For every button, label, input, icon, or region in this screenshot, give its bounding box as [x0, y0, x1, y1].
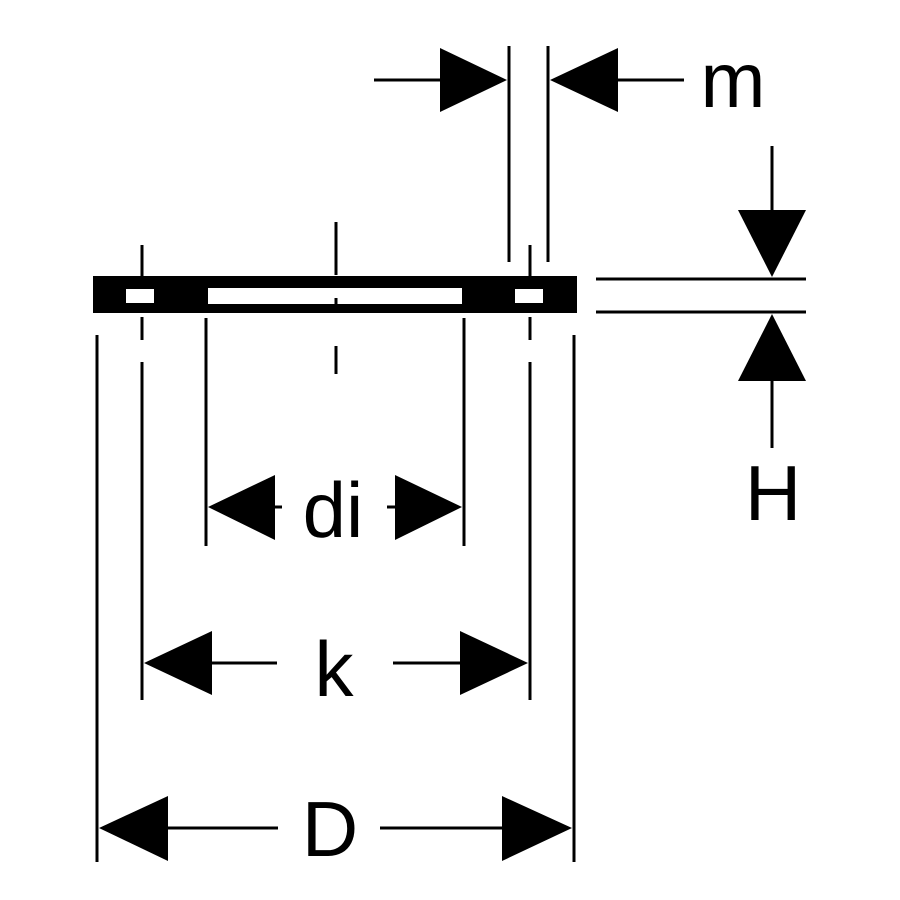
arrowhead — [395, 475, 462, 540]
arrowhead — [502, 796, 572, 861]
arrowhead — [550, 48, 618, 112]
arrowhead — [738, 314, 806, 381]
bore-opening — [208, 288, 462, 304]
dimension-h: H — [596, 146, 806, 537]
arrowhead — [208, 475, 275, 540]
label-m: m — [701, 36, 766, 124]
label-d: D — [302, 785, 358, 873]
bolt-hole-right — [515, 289, 543, 303]
label-h: H — [745, 449, 801, 537]
label-k: k — [315, 625, 355, 713]
arrowhead — [460, 631, 528, 695]
dimension-di: di — [208, 466, 462, 554]
dimension-d: D — [99, 785, 572, 873]
extension-lines — [95, 317, 576, 862]
arrowhead — [440, 48, 507, 112]
arrowhead — [99, 796, 168, 861]
label-di: di — [303, 466, 364, 554]
dimension-k: k — [144, 625, 528, 713]
arrowhead — [738, 210, 806, 277]
dimension-m: m — [374, 36, 765, 262]
bolt-hole-left — [126, 289, 154, 303]
arrowhead — [144, 631, 212, 695]
